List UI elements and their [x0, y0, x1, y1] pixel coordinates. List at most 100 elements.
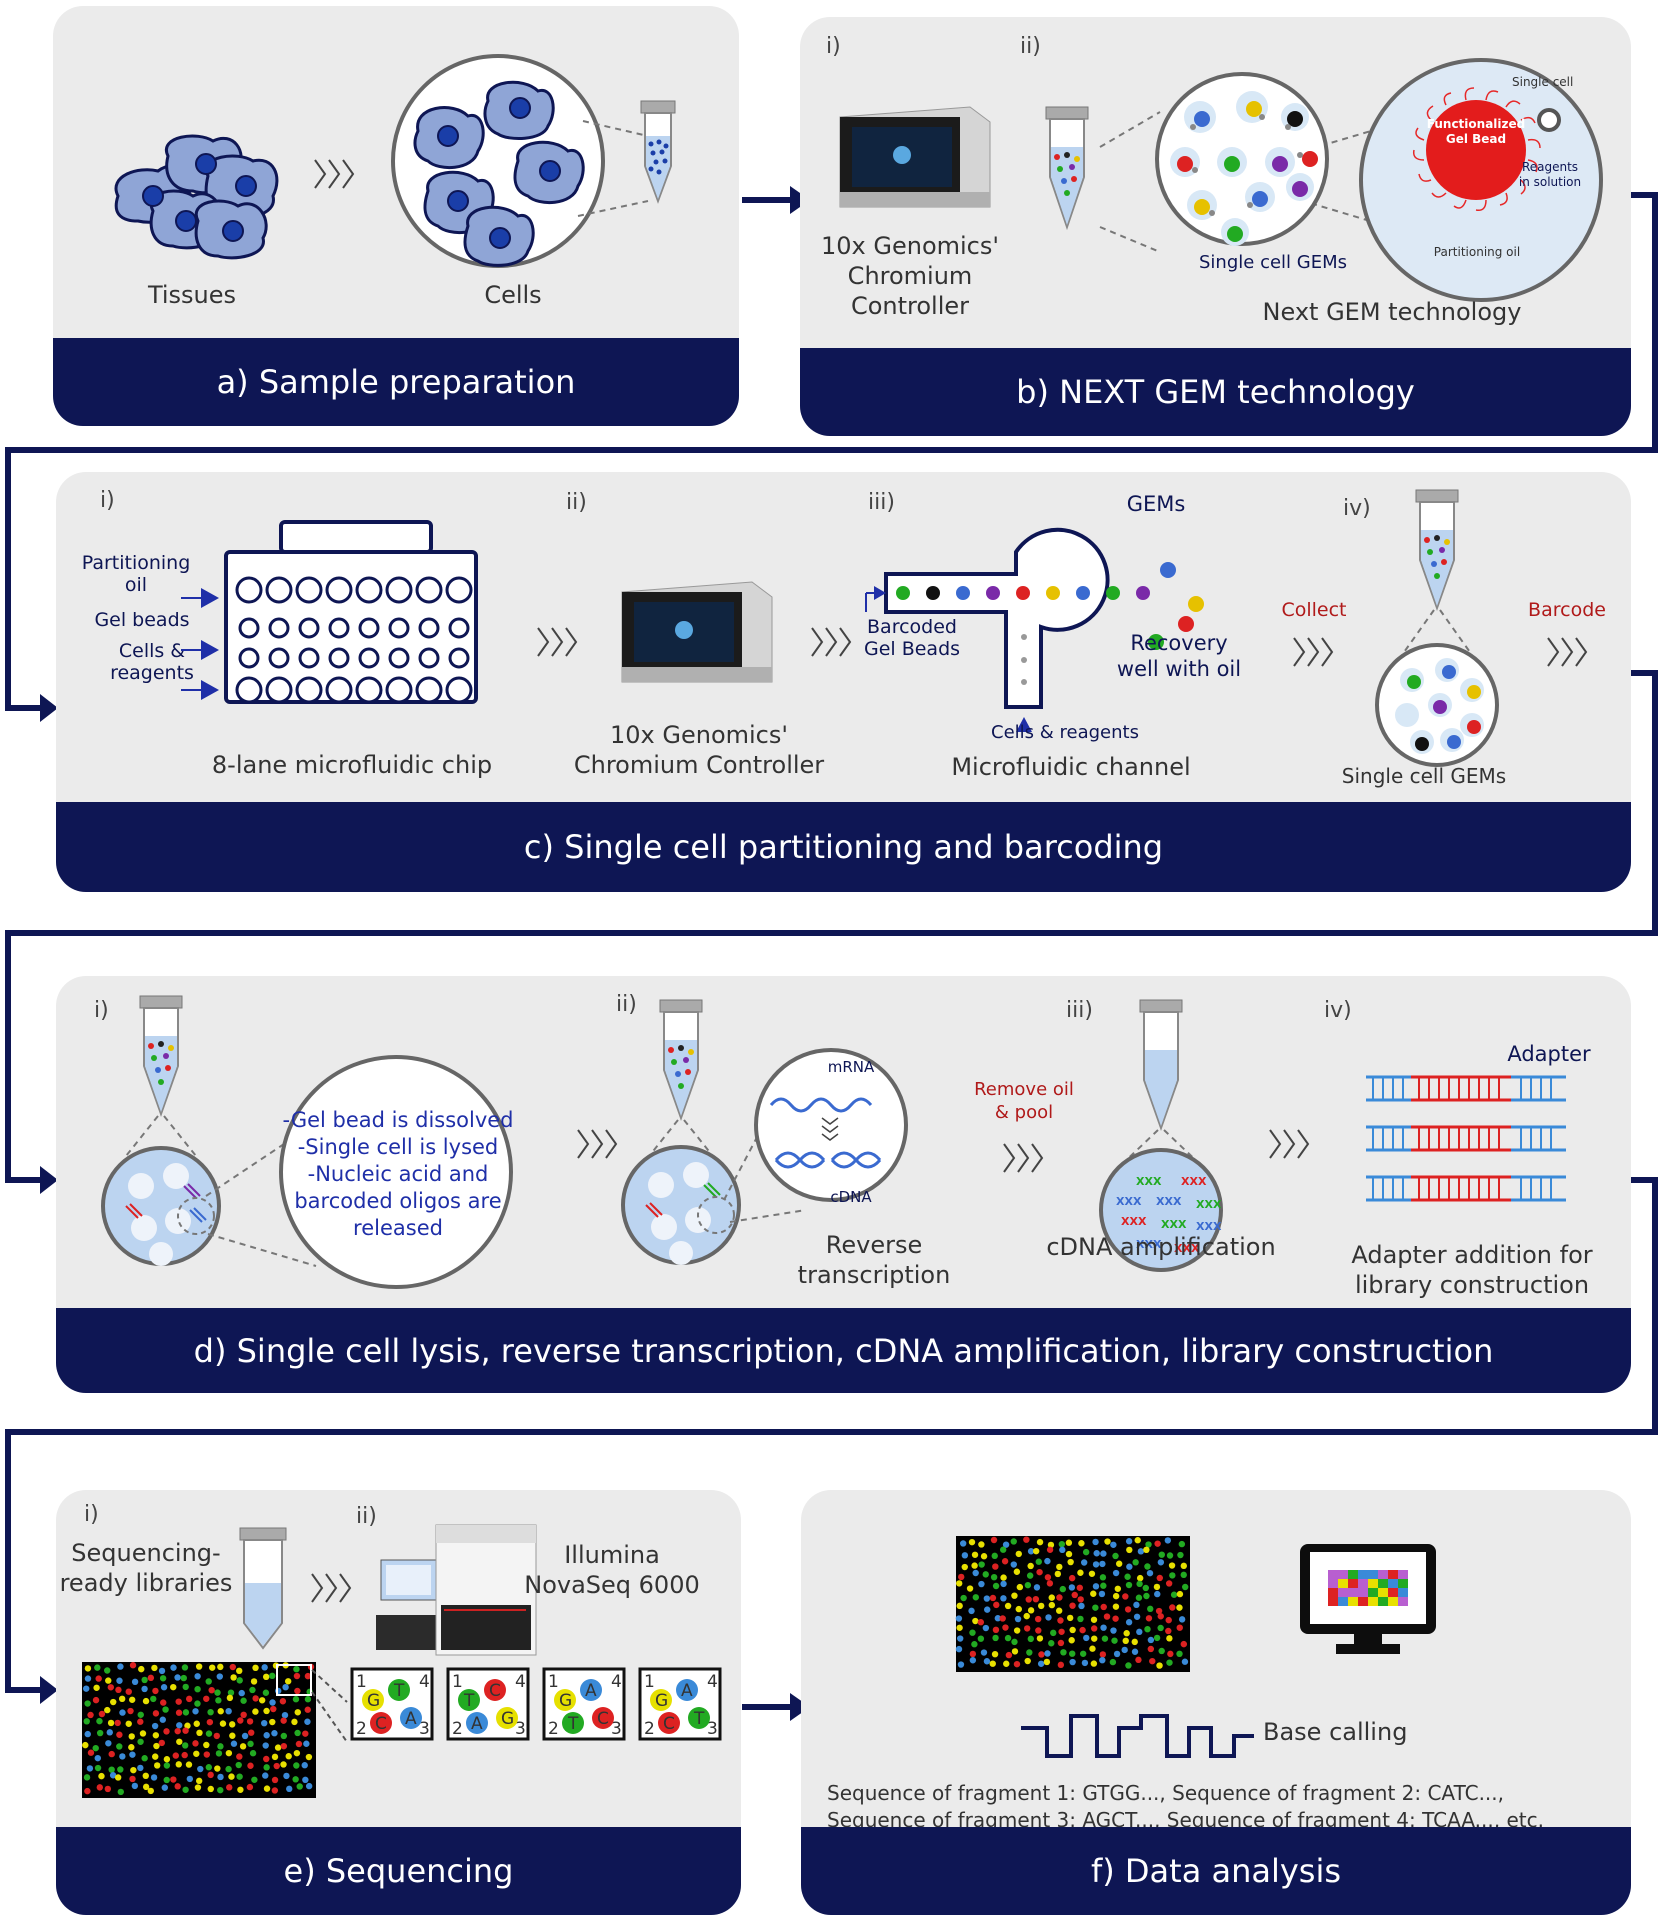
heatmap-cell [1338, 1588, 1348, 1597]
cluster-dot [271, 1730, 278, 1737]
cluster-dot [147, 1674, 155, 1682]
panel-d-title: d) Single cell lysis, reverse transcript… [56, 1308, 1631, 1393]
reagents-line-2: in solution [1518, 175, 1582, 189]
cluster-dot [270, 1705, 277, 1713]
cluster-dot [1092, 1561, 1100, 1568]
svg-text:XXX: XXX [1136, 1175, 1162, 1188]
cluster-dot [1165, 1616, 1172, 1624]
cluster-dot [1038, 1651, 1045, 1658]
cluster-dot [294, 1687, 301, 1695]
cluster-dot [1090, 1660, 1098, 1667]
cluster-dot [84, 1730, 91, 1738]
cluster-dot [194, 1784, 202, 1791]
heatmap-cell [1358, 1588, 1368, 1597]
flowcell-image-large [955, 1536, 1190, 1672]
cluster-dot [160, 1699, 167, 1706]
cluster-dot [128, 1733, 135, 1740]
cluster-dot [170, 1683, 177, 1691]
cluster-dot [1154, 1590, 1161, 1598]
cluster-dot [175, 1698, 182, 1705]
cluster-dot [104, 1785, 112, 1793]
cluster-dot [966, 1585, 974, 1592]
cluster-dot [163, 1776, 170, 1784]
cluster-dot [968, 1607, 975, 1615]
heatmap-cell [1348, 1597, 1358, 1606]
cluster-dot [130, 1766, 137, 1774]
adapter-dna-illustration [1366, 1075, 1566, 1202]
cluster-dot [92, 1696, 100, 1704]
cluster-dot [225, 1765, 232, 1773]
chevron-arrows-icon [1269, 1129, 1310, 1159]
svg-text:XXX: XXX [1121, 1215, 1147, 1228]
partitioning-oil-label: Partitioning oil [1433, 245, 1521, 259]
svg-text:C: C [597, 1709, 609, 1729]
cluster-dot [151, 1664, 158, 1672]
cluster-dot [1143, 1546, 1150, 1554]
cluster-dot [286, 1785, 293, 1793]
svg-text:XXX: XXX [1174, 1242, 1200, 1255]
cluster-dot [137, 1711, 144, 1718]
reverse-line-1: Reverse [825, 1231, 923, 1259]
cluster-dot [279, 1698, 287, 1705]
cluster-dot [246, 1783, 254, 1791]
cluster-dot [304, 1672, 312, 1680]
controller-line-1: 10x Genomics' [610, 721, 788, 749]
cluster-dot [1046, 1546, 1054, 1553]
cluster-dot [208, 1686, 215, 1694]
cluster-dot [217, 1786, 224, 1794]
cluster-dot [153, 1762, 161, 1769]
heatmap-cell [1328, 1570, 1338, 1579]
libraries-label: Sequencing- ready libraries [60, 1538, 233, 1598]
cluster-dot [207, 1785, 214, 1793]
cluster-dot [1157, 1559, 1165, 1566]
cluster-dot [181, 1751, 188, 1759]
svg-text:XXX: XXX [1196, 1220, 1222, 1233]
cluster-dot [1077, 1615, 1084, 1623]
cluster-dot [978, 1541, 985, 1548]
heatmap-cell [1378, 1579, 1388, 1588]
cluster-dot [94, 1664, 101, 1671]
cluster-dot [137, 1718, 144, 1725]
cluster-dot [182, 1709, 190, 1716]
cluster-dot [1059, 1585, 1067, 1593]
single-cell-label: Single cell [1512, 75, 1574, 89]
cluster-dot [1036, 1568, 1043, 1576]
cluster-dot [1026, 1572, 1034, 1579]
cluster-dot [956, 1580, 963, 1587]
cluster-dot [960, 1594, 967, 1602]
functionalized-line-2: Gel Bead [1445, 132, 1507, 146]
cluster-dot [1056, 1594, 1063, 1601]
cluster-dot [980, 1649, 988, 1656]
cluster-dot [230, 1674, 237, 1681]
cluster-dot [216, 1673, 223, 1680]
cluster-dot [984, 1606, 991, 1613]
partitioning-oil-line-1: Partitioning [81, 552, 191, 574]
cluster-dot [249, 1750, 257, 1757]
cluster-dot [1136, 1580, 1143, 1588]
lysis-illustration [101, 995, 513, 1289]
cluster-dot [1147, 1605, 1154, 1613]
cluster-dot [1158, 1551, 1165, 1558]
cluster-dot [282, 1683, 289, 1691]
cluster-dot [182, 1727, 189, 1734]
cluster-dot [104, 1667, 111, 1674]
cluster-dot [1024, 1657, 1031, 1665]
cluster-dot [150, 1774, 158, 1781]
partitioning-oil-label: Partitioning oil [82, 552, 191, 596]
cluster-dot [1010, 1538, 1017, 1545]
heatmap-cell [1378, 1597, 1388, 1606]
base-calling-label: Base calling [1263, 1718, 1408, 1746]
cluster-dot [207, 1708, 214, 1716]
controller-line-2: Chromium [847, 262, 973, 290]
cluster-dot [1100, 1550, 1107, 1557]
cluster-dot [1004, 1602, 1012, 1610]
cluster-dot [142, 1783, 150, 1791]
cluster-dot [263, 1755, 270, 1763]
cluster-dot [185, 1761, 193, 1768]
svg-text:4: 4 [419, 1672, 430, 1692]
cluster-dot [1176, 1590, 1184, 1598]
cluster-dot [96, 1717, 103, 1725]
cluster-dot [263, 1707, 270, 1715]
cluster-dot [1071, 1591, 1078, 1599]
cluster-dot [1180, 1640, 1188, 1648]
